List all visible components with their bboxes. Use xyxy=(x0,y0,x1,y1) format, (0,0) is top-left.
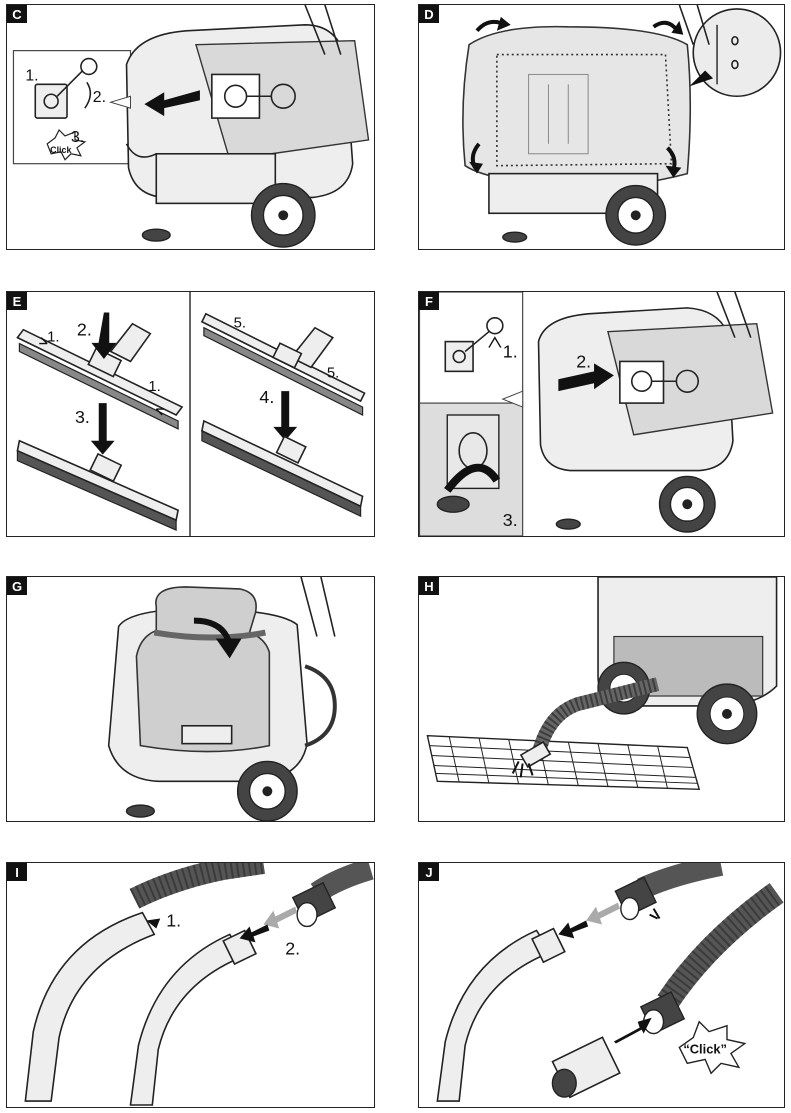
click-burst-icon xyxy=(46,128,87,161)
step-1-label: 1. xyxy=(25,67,38,84)
panel-f: F 1. 2. 3. xyxy=(418,291,785,537)
panel-i: I 1. 2. xyxy=(6,862,375,1108)
step-1a-label: 1. xyxy=(47,330,59,346)
panel-h: H xyxy=(418,576,785,822)
step-1b-label: 1. xyxy=(148,379,160,395)
step-5b-label: 5. xyxy=(327,365,339,381)
step-3-label: 3. xyxy=(75,407,90,427)
panel-c-tag: C xyxy=(7,5,27,23)
panel-h-illustration xyxy=(426,577,778,790)
panel-g-illustration xyxy=(107,577,337,821)
panel-e-tag: E xyxy=(7,292,27,310)
dust-bag-outline xyxy=(462,25,692,188)
panel-d-tag: D xyxy=(419,5,439,23)
step-2-label: 2. xyxy=(285,938,300,958)
panel-f-tag: F xyxy=(419,292,439,310)
panel-j-tag: J xyxy=(419,863,439,881)
step-1-label: 1. xyxy=(166,910,181,930)
click-label: Click xyxy=(50,145,71,155)
panel-j-illustration: “Click” xyxy=(436,863,784,1102)
suction-hose xyxy=(657,883,784,1009)
step-5a-label: 5. xyxy=(234,316,246,332)
step-3-label: 3. xyxy=(71,129,84,146)
panel-i-tag: I xyxy=(7,863,27,881)
panel-e: E 1. 1. 2. 3. 4. 5. 5. xyxy=(6,291,375,537)
insert-arrow xyxy=(144,90,200,117)
floor-nozzle xyxy=(16,328,184,416)
panel-h-tag: H xyxy=(419,577,439,595)
click-burst-icon xyxy=(678,1020,747,1075)
hose-handle xyxy=(24,911,156,1102)
panel-g-tag: G xyxy=(7,577,27,595)
hose-handle xyxy=(129,933,245,1106)
step-2-label: 2. xyxy=(77,320,92,340)
hose-handle xyxy=(436,929,552,1102)
dust-bag-outline xyxy=(135,586,271,753)
step-3-label: 3. xyxy=(503,510,518,530)
panel-c: C 1. 2. 3. Click xyxy=(6,4,375,250)
panel-f-illustration: 1. 2. 3. xyxy=(419,292,774,536)
panel-j: J “Click” xyxy=(418,862,785,1108)
panel-e-illustration: 1. 1. 2. 3. 4. 5. 5. xyxy=(16,292,366,536)
click-label: “Click” xyxy=(683,1041,727,1056)
panel-d-illustration xyxy=(462,5,782,246)
grate xyxy=(426,734,701,790)
panel-d: D xyxy=(418,4,785,250)
bag-plate-icon xyxy=(619,360,665,404)
step-2-label: 2. xyxy=(93,89,106,106)
rotate-arrow-icon xyxy=(475,19,502,33)
step-2-label: 2. xyxy=(576,351,591,371)
step-1-label: 1. xyxy=(503,341,518,361)
insert-arrow xyxy=(558,363,614,392)
bag-plate-icon xyxy=(34,83,68,119)
step-4-label: 4. xyxy=(259,387,274,407)
panel-g: G xyxy=(6,576,375,822)
panel-i-illustration: 1. 2. xyxy=(24,863,374,1106)
bag-plate-icon xyxy=(444,340,474,373)
detail-callout xyxy=(692,8,782,98)
panel-c-illustration: 1. 2. 3. Click xyxy=(12,5,370,248)
